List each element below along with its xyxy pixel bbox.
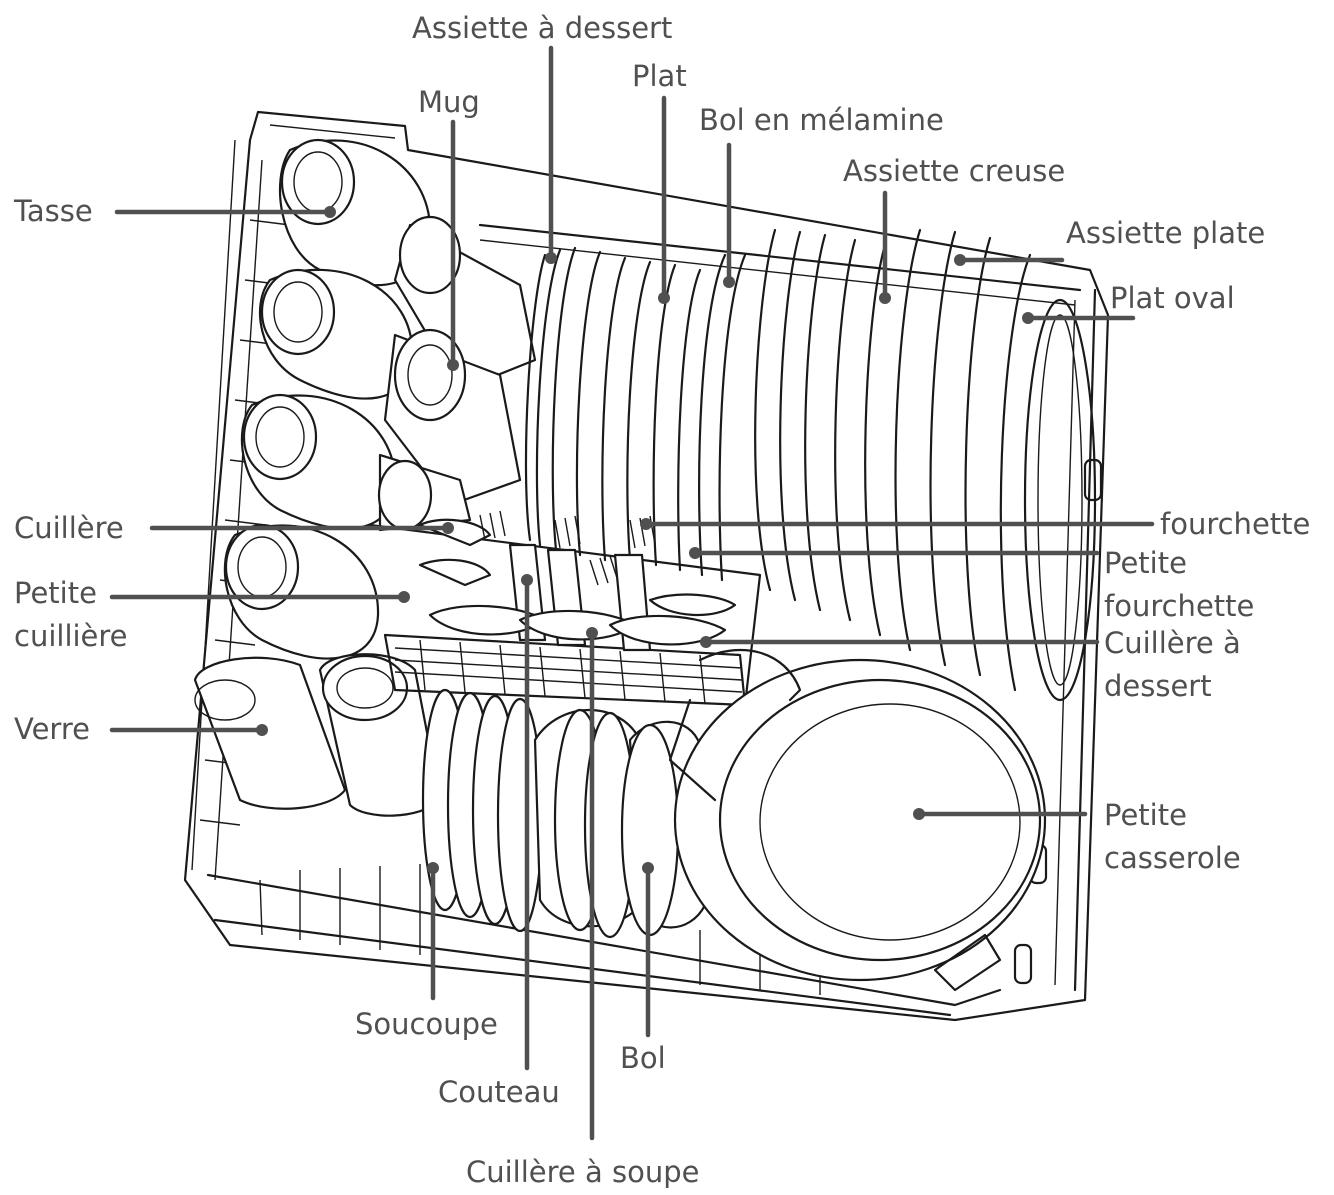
label-plat: Plat bbox=[632, 59, 687, 93]
leader-dot-plat-oval bbox=[1022, 312, 1034, 324]
label-couteau: Couteau bbox=[438, 1075, 560, 1109]
plates-group bbox=[524, 228, 1097, 702]
label-bol: Bol bbox=[620, 1041, 666, 1075]
leader-dot-tasse bbox=[324, 206, 336, 218]
label-bol-melamine: Bol en mélamine bbox=[699, 103, 944, 137]
leader-dot-petite-fourchette bbox=[689, 547, 701, 559]
glasses-group bbox=[193, 653, 442, 817]
label-mug: Mug bbox=[418, 85, 480, 119]
leader-dot-plat bbox=[658, 292, 670, 304]
label-verre: Verre bbox=[14, 712, 90, 746]
label-petite-cuilliere-line1: Petite bbox=[14, 576, 97, 610]
label-cuillere: Cuillère bbox=[14, 511, 124, 545]
labels: Assiette à dessert Mug Plat Bol en mélam… bbox=[13, 11, 1310, 1189]
leader-dot-bol-melamine bbox=[723, 276, 735, 288]
leader-dot-petite-casserole bbox=[913, 808, 925, 820]
cutlery-basket bbox=[368, 510, 762, 707]
label-cuillere-dessert-line1: Cuillère à bbox=[1104, 626, 1241, 660]
label-soucoupe: Soucoupe bbox=[355, 1007, 498, 1041]
front-dishes bbox=[421, 648, 1047, 992]
mugs-group bbox=[377, 215, 537, 532]
label-assiette-dessert: Assiette à dessert bbox=[412, 11, 672, 45]
label-assiette-plate: Assiette plate bbox=[1066, 216, 1265, 250]
label-petite-cuilliere-line2: cuillière bbox=[14, 619, 128, 653]
leader-dot-assiette-plate bbox=[954, 254, 966, 266]
leader-dot-fourchette bbox=[640, 518, 652, 530]
leader-dot-assiette-dessert bbox=[545, 252, 557, 264]
label-cuillere-dessert-line2: dessert bbox=[1104, 669, 1212, 703]
label-plat-oval: Plat oval bbox=[1110, 281, 1235, 315]
label-petite-casserole-line1: Petite bbox=[1104, 798, 1187, 832]
label-petite-fourchette-line2: fourchette bbox=[1104, 589, 1254, 623]
leader-lines bbox=[109, 45, 1155, 1141]
leader-dot-cuillere bbox=[442, 522, 454, 534]
leader-dot-assiette-creuse bbox=[879, 292, 891, 304]
leader-dot-cuillere-soupe bbox=[586, 627, 598, 639]
leader-dot-cuillere-dessert bbox=[700, 636, 712, 648]
label-assiette-creuse: Assiette creuse bbox=[843, 154, 1065, 188]
cups-group bbox=[223, 138, 432, 660]
leader-dot-petite-cuilliere bbox=[398, 591, 410, 603]
label-petite-casserole-line2: casserole bbox=[1104, 841, 1241, 875]
leader-dot-soucoupe bbox=[427, 862, 439, 874]
label-fourchette: fourchette bbox=[1160, 507, 1310, 541]
basket-illustration bbox=[183, 110, 1110, 1022]
leader-dot-couteau bbox=[521, 574, 533, 586]
leader-dot-verre bbox=[256, 724, 268, 736]
label-petite-fourchette-line1: Petite bbox=[1104, 546, 1187, 580]
label-cuillere-soupe: Cuillère à soupe bbox=[466, 1155, 699, 1189]
label-tasse: Tasse bbox=[13, 194, 93, 228]
leader-dot-mug bbox=[447, 359, 459, 371]
leader-dot-bol bbox=[642, 862, 654, 874]
